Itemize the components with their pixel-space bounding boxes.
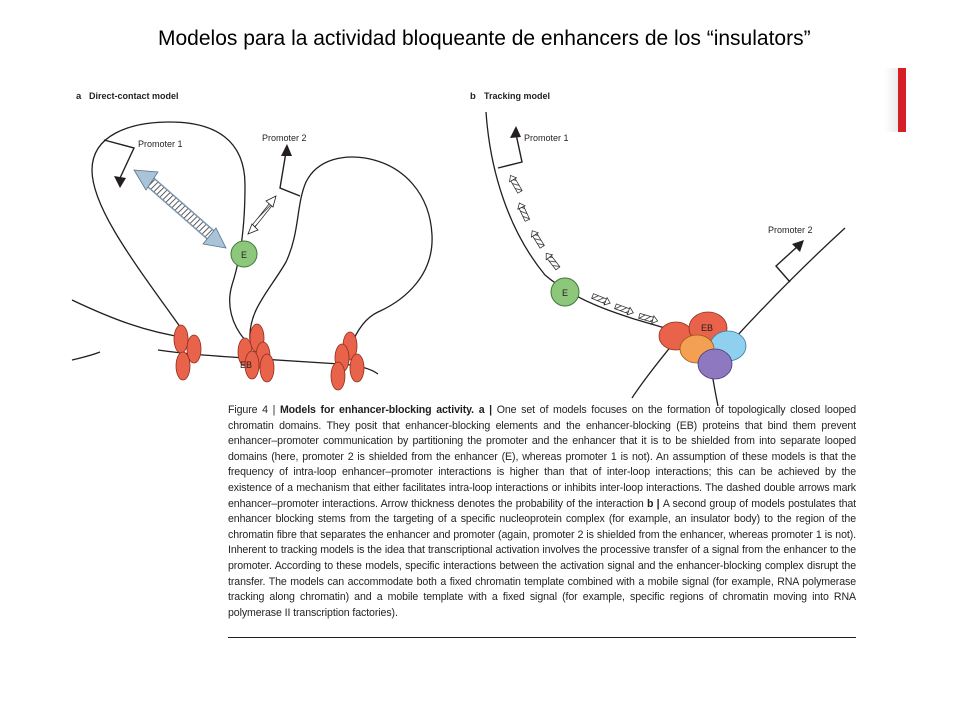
panel-a-promoter-2-label: Promoter 2 — [262, 133, 307, 143]
caption-bottom-rule — [228, 637, 856, 638]
panel-b-enhancer: E — [550, 277, 580, 307]
panel-a-double-arrow-thick — [133, 169, 227, 249]
caption-part-a-marker: a | — [474, 404, 497, 416]
panel-a-promoter-1-label: Promoter 1 — [138, 139, 183, 149]
panel-a-eb-cluster-right — [330, 331, 365, 391]
panel-b-promoter-2-label: Promoter 2 — [768, 225, 813, 235]
panel-a-eb-cluster-left — [173, 324, 202, 381]
panel-b: b Tracking model Promoter 1 Promoter 2 — [470, 91, 846, 407]
panel-a-promoter-2: Promoter 2 — [262, 133, 307, 197]
panel-a-title: Direct-contact model — [89, 91, 179, 101]
figure-caption: Figure 4 | Models for enhancer-blocking … — [228, 403, 856, 621]
panel-b-title: Tracking model — [484, 91, 550, 101]
panel-b-promoter-1: Promoter 1 — [497, 126, 569, 169]
panel-a-eb-label: EB — [240, 360, 252, 370]
panel-b-letter: b — [470, 91, 476, 102]
panel-a-promoter-1: Promoter 1 — [103, 139, 183, 188]
decorative-red-bar — [898, 68, 906, 132]
panel-b-eb-complex — [658, 311, 747, 380]
caption-part-b-text: A second group of models postulates that… — [228, 497, 856, 619]
panel-a: a Direct-contact model Promoter 1 Promot… — [71, 91, 433, 391]
panel-a-enhancer-label: E — [241, 250, 247, 260]
panel-b-chromatin-fiber — [485, 111, 846, 407]
panel-a-double-arrow-thin — [247, 195, 277, 235]
slide-title: Modelos para la actividad bloqueante de … — [158, 27, 811, 50]
decorative-bar-shadow — [884, 68, 898, 132]
caption-figure-label: Figure 4 | — [228, 404, 280, 416]
panel-b-promoter-2: Promoter 2 — [768, 225, 813, 283]
panel-a-eb-cluster-center — [237, 323, 275, 383]
panel-b-tracking-arrows-up — [509, 174, 561, 271]
panel-b-promoter-1-label: Promoter 1 — [524, 133, 569, 143]
panel-b-eb-label: EB — [701, 323, 713, 333]
panel-a-enhancer: E — [230, 240, 258, 268]
caption-part-a-text: One set of models focuses on the formati… — [228, 404, 857, 510]
caption-figure-title: Models for enhancer-blocking activity. — [279, 404, 474, 416]
caption-part-b-marker: b | — [643, 497, 663, 510]
panel-b-tracking-arrows-down — [591, 293, 659, 325]
panel-b-enhancer-label: E — [562, 288, 568, 298]
panel-a-letter: a — [76, 91, 82, 102]
